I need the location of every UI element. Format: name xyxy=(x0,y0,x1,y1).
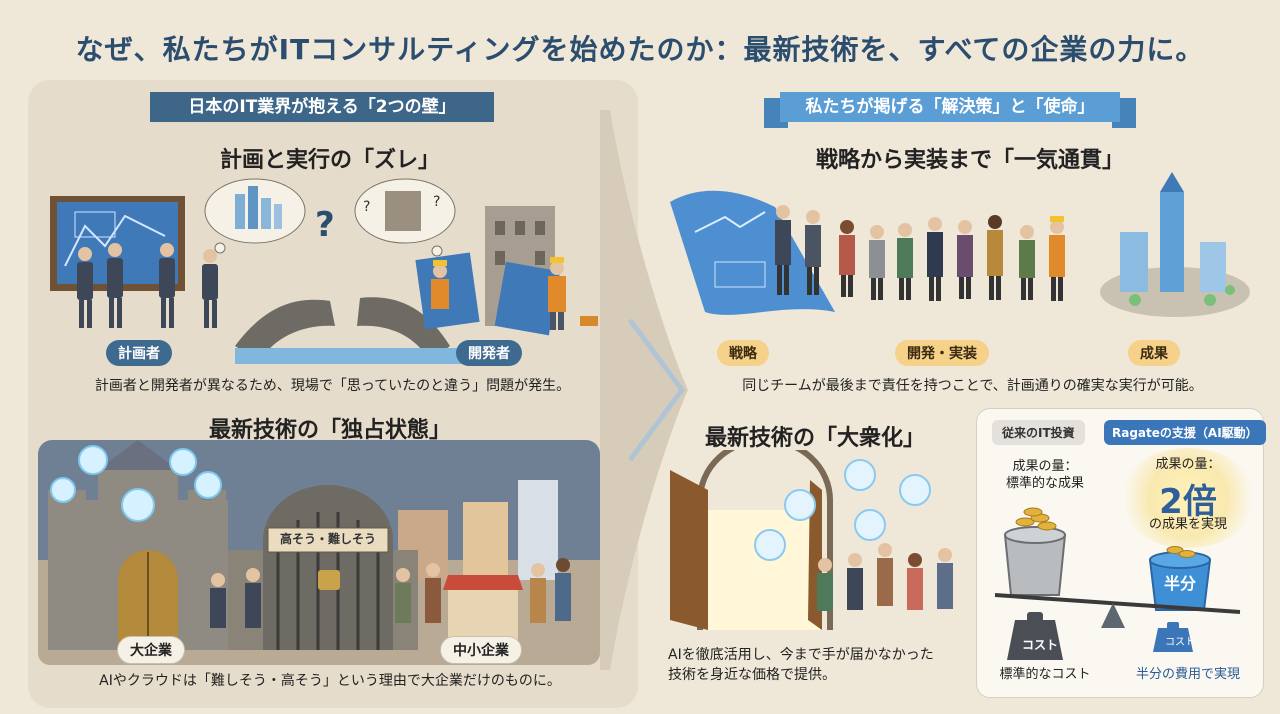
label-small-company: 中小企業 xyxy=(440,636,522,664)
label-planner: 計画者 xyxy=(106,340,172,366)
label-dev-impl: 開発・実装 xyxy=(895,340,989,366)
democratize-heading: 最新技術の「大衆化」 xyxy=(704,426,925,451)
label-developer: 開発者 xyxy=(456,340,522,366)
new-result-sub: の成果を実現 xyxy=(1148,517,1227,532)
svg-text:?: ? xyxy=(433,194,440,210)
highlight-glow xyxy=(1118,448,1258,548)
label-strategy: 戦略 xyxy=(717,340,769,366)
right-ribbon: 私たちが掲げる「解決策」と「使命」 xyxy=(764,92,1136,128)
democratize-illustration xyxy=(670,450,953,630)
democratize-caption-line2: 技術を身近な価格で提供。 xyxy=(668,667,836,683)
page-title: なぜ、私たちがITコンサルティングを始めたのか：最新技術を、すべての企業の力に。 xyxy=(75,33,1205,66)
svg-text:?: ? xyxy=(315,205,335,245)
consistent-caption: 同じチームが最後まで責任を持つことで、計画通りの確実な実行が可能。 xyxy=(742,378,1203,394)
old-result-line1: 成果の量： xyxy=(1012,459,1078,474)
monopoly-caption: AIやクラウドは「難しそう・高そう」という理由で大企業だけのものに。 xyxy=(99,673,561,689)
consistent-illustration xyxy=(670,172,1250,317)
monopoly-heading: 最新技術の「独占状態」 xyxy=(208,418,451,443)
new-result-big: 2倍 xyxy=(1159,482,1217,522)
gap-heading: 計画と実行の「ズレ」 xyxy=(219,148,440,173)
old-result: 成果の量： 標準的な成果 xyxy=(985,458,1105,492)
label-big-company: 大企業 xyxy=(117,636,185,664)
gate-sign: 高そう・難しそう xyxy=(279,532,376,546)
gap-illustration: ? ? ? xyxy=(50,178,598,364)
old-cost-label: 標準的なコスト xyxy=(999,667,1091,682)
weight-old-label: コスト xyxy=(1021,638,1058,652)
democratize-caption: AIを徹底活用し、今まで手が届かなかった 技術を身近な価格で提供。 xyxy=(668,645,968,685)
svg-text:?: ? xyxy=(363,199,370,215)
weight-new-label: コスト xyxy=(1165,637,1195,648)
tag-ragate: Ragateの支援（AI駆動） xyxy=(1104,420,1266,445)
balance-illustration xyxy=(994,507,1241,660)
bucket-half-label: 半分 xyxy=(1163,574,1196,593)
label-result: 成果 xyxy=(1128,340,1180,366)
tag-traditional: 従来のIT投資 xyxy=(992,420,1085,445)
monopoly-illustration xyxy=(38,440,600,665)
consistent-heading: 戦略から実装まで「一気通貫」 xyxy=(815,148,1124,173)
old-result-line2: 標準的な成果 xyxy=(1005,476,1084,491)
new-result-label: 成果の量： xyxy=(1155,457,1221,472)
transition-arrow xyxy=(600,110,688,670)
gap-caption: 計画者と開発者が異なるため、現場で「思っていたのと違う」問題が発生。 xyxy=(94,378,571,394)
left-ribbon: 日本のIT業界が抱える「2つの壁」 xyxy=(134,92,510,128)
new-cost-label: 半分の費用で実現 xyxy=(1135,667,1240,682)
democratize-caption-line1: AIを徹底活用し、今まで手が届かなかった xyxy=(668,647,934,663)
